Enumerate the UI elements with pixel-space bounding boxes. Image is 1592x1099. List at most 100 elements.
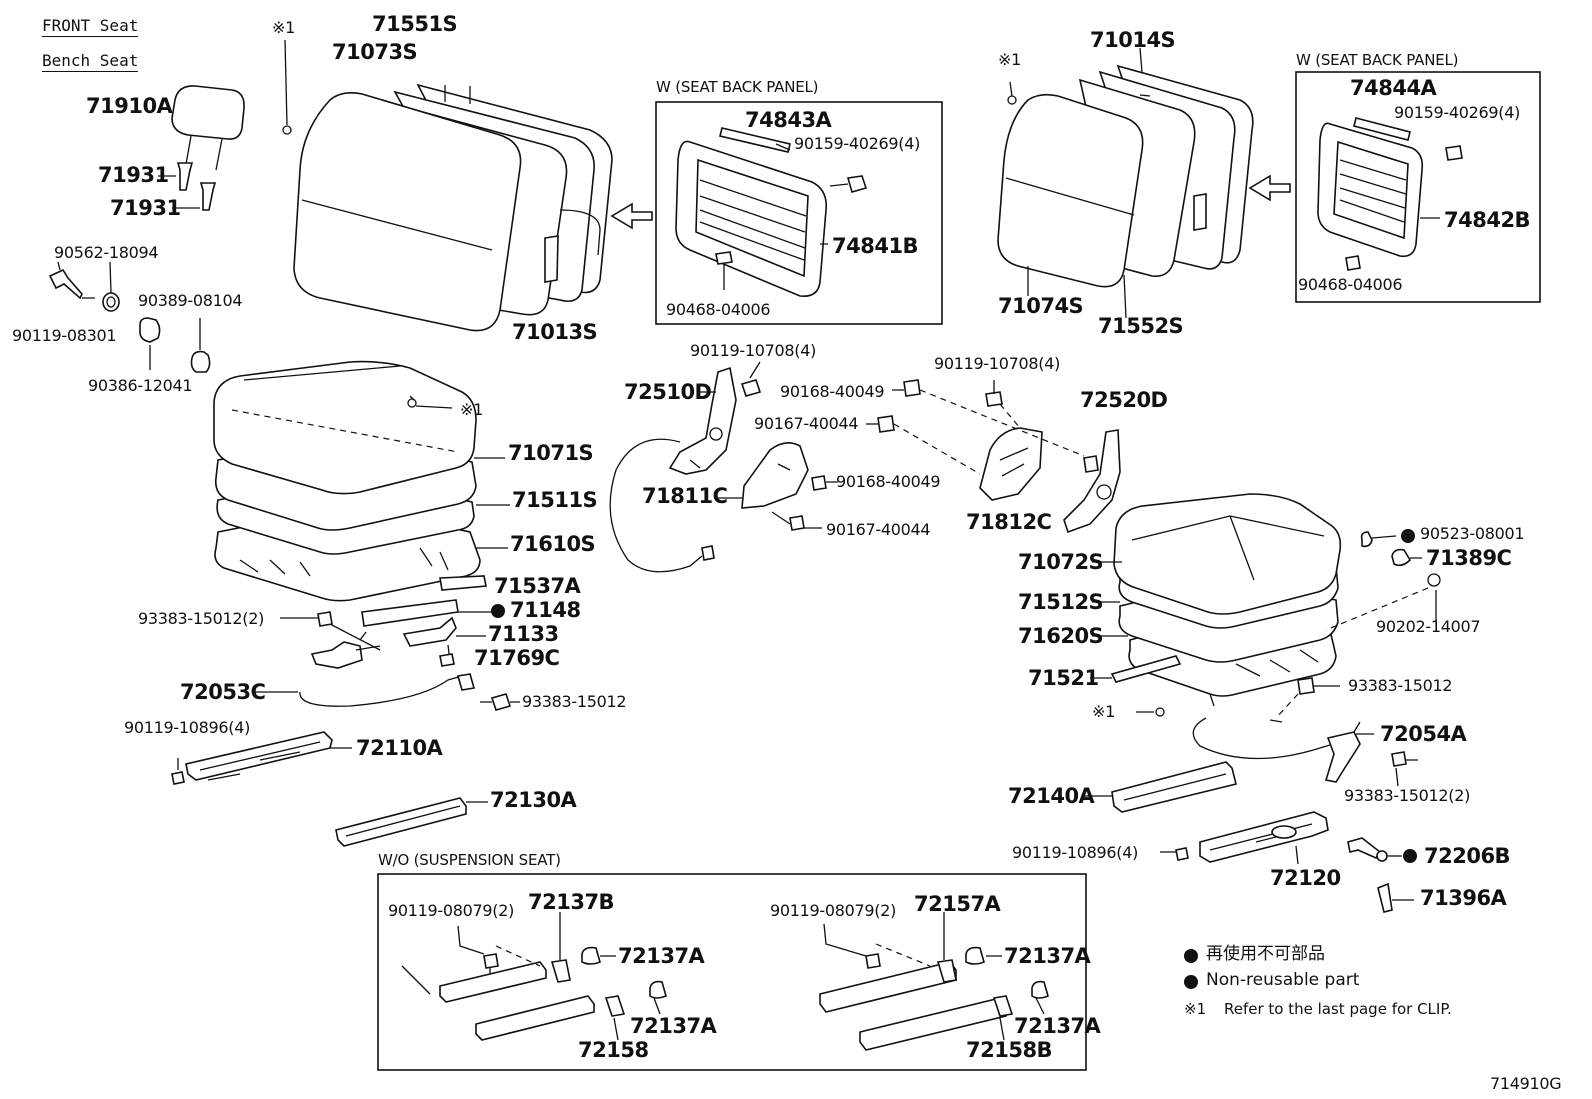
part-label: 72137B: [528, 890, 615, 914]
part-label: 74844A: [1350, 76, 1437, 100]
part-label: 74841B: [832, 234, 919, 258]
part-label: 93383-15012: [1348, 676, 1453, 695]
part-label: 90386-12041: [88, 376, 193, 395]
part-label: 90562-18094: [54, 243, 159, 262]
part-label: 71013S: [512, 320, 598, 344]
part-label: 71521: [1028, 666, 1099, 690]
part-label: 71769C: [474, 646, 560, 670]
box-title-seat-back-panel: W (SEAT BACK PANEL): [1296, 51, 1459, 69]
part-label: 71551S: [372, 12, 458, 36]
part-label: 72130A: [490, 788, 577, 812]
part-label: 93383-15012(2): [1344, 786, 1471, 805]
part-label: 90119-10708(4): [934, 354, 1061, 373]
part-label: 90468-04006: [666, 300, 771, 319]
heading-front-seat: FRONT Seat: [42, 16, 139, 37]
suspension-assembly-right: [819, 943, 1049, 1051]
part-label: 71074S: [998, 294, 1084, 318]
part-label: 72054A: [1380, 722, 1467, 746]
part-label: 74842B: [1444, 208, 1531, 232]
heading-bench-seat: Bench Seat: [42, 51, 139, 72]
part-label: 71552S: [1098, 314, 1184, 338]
suspension-assembly-left: [401, 945, 667, 1041]
part-label: 72053C: [180, 680, 266, 704]
part-label: 71811C: [642, 484, 728, 508]
part-label: 71014S: [1090, 28, 1176, 52]
part-label: 72158B: [966, 1038, 1053, 1062]
left-seat-cushion-stack: [213, 360, 481, 602]
right-seat-cushion-stack: [1113, 493, 1342, 707]
right-seatback-cover: [997, 93, 1144, 288]
legend-dot-english: [1184, 975, 1198, 989]
headrest: [171, 85, 245, 211]
part-label: 72520D: [1080, 388, 1168, 412]
recliner-72510d: [668, 366, 737, 475]
suspension-seat-box: [377, 873, 1087, 1071]
part-label: 71620S: [1018, 624, 1104, 648]
part-label: 90389-08104: [138, 291, 243, 310]
part-label: 90119-08301: [12, 326, 117, 345]
part-label: 72157A: [914, 892, 1001, 916]
part-label: 72158: [578, 1038, 649, 1062]
seat-back-panel-right: [1317, 117, 1463, 271]
part-label: 72110A: [356, 736, 443, 760]
part-label: 72137A: [1004, 944, 1091, 968]
clip-ref-mark: ※1: [1092, 702, 1115, 721]
part-label: 71072S: [1018, 550, 1104, 574]
arrow-left-panel: [610, 202, 653, 230]
part-label: 90119-08079(2): [388, 901, 515, 920]
recliner-cover-71811c: [741, 442, 809, 509]
part-label: 72137A: [630, 1014, 717, 1038]
seat-back-panel-box-right: [1295, 71, 1541, 303]
box-title-suspension-seat: W/O (SUSPENSION SEAT): [378, 851, 561, 869]
part-label: 90167-40044: [754, 414, 859, 433]
part-label: 74843A: [745, 108, 832, 132]
clip-ref-mark: ※1: [460, 400, 483, 419]
part-label: 71812C: [966, 510, 1052, 534]
part-label: 71931: [110, 196, 181, 220]
diagram-id: 714910G: [1490, 1074, 1562, 1093]
part-label: 90202-14007: [1376, 617, 1481, 636]
part-label: 71389C: [1426, 546, 1512, 570]
part-label: 71073S: [332, 40, 418, 64]
part-label: 90119-10708(4): [690, 341, 817, 360]
part-label: 90168-40049: [836, 472, 941, 491]
part-label: 90159-40269(4): [1394, 103, 1521, 122]
seat-back-panel-left: [675, 127, 868, 298]
nonreusable-dot-72206b: [1403, 849, 1417, 863]
part-label: 72120: [1270, 866, 1341, 890]
cable-72054a: [1192, 717, 1407, 783]
recliner-72520d: [1063, 429, 1121, 534]
seat-back-panel-box-left: [655, 101, 943, 325]
part-label: 71133: [488, 622, 559, 646]
part-label: 90159-40269(4): [794, 134, 921, 153]
part-label: 90119-10896(4): [1012, 843, 1139, 862]
legend-non-reusable: Non-reusable part: [1206, 970, 1360, 990]
legend-japanese: 再使用不可部品: [1206, 944, 1325, 964]
part-label: 72206B: [1424, 844, 1511, 868]
part-label: 71537A: [494, 574, 581, 598]
part-label: 72140A: [1008, 784, 1095, 808]
part-label: 93383-15012: [522, 692, 627, 711]
part-label: 72510D: [624, 380, 712, 404]
nonreusable-dot-71148: [491, 604, 505, 618]
part-label: 71396A: [1420, 886, 1507, 910]
part-label: 90523-08001: [1420, 524, 1525, 543]
part-label: 71511S: [512, 488, 598, 512]
rail-72120: [1199, 811, 1329, 863]
legend-clip-mark: ※1: [1184, 1000, 1207, 1018]
box-title-seat-back-panel: W (SEAT BACK PANEL): [656, 78, 819, 96]
legend-clip-note: Refer to the last page for CLIP.: [1224, 1000, 1452, 1018]
part-label: 71910A: [86, 94, 173, 118]
part-label: 90119-10896(4): [124, 718, 251, 737]
part-label: 90468-04006: [1298, 275, 1403, 294]
part-label: 90168-40049: [780, 382, 885, 401]
part-label: 90119-08079(2): [770, 901, 897, 920]
part-label: 93383-15012(2): [138, 609, 265, 628]
arrow-right-panel: [1248, 174, 1291, 202]
cable-72053c: [299, 631, 512, 711]
part-label: 71610S: [510, 532, 596, 556]
legend-dot-japanese: [1184, 949, 1198, 963]
left-seatback-cover: [293, 92, 522, 332]
